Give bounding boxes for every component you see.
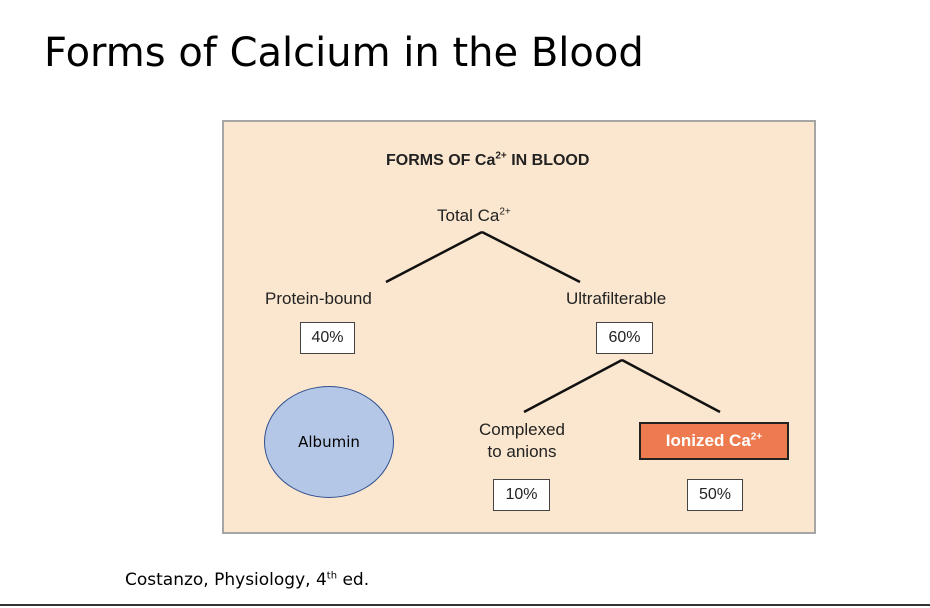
total-calcium-label: Total Ca2+ [437, 206, 511, 225]
ionized-percent: 50% [687, 479, 743, 511]
connector-lines [385, 230, 721, 414]
protein-bound-label: Protein-bound [265, 289, 372, 308]
connector-ultra-to-complexed [523, 358, 623, 414]
ultrafilterable-label: Ultrafilterable [566, 289, 667, 308]
ionized-calcium-box: Ionized Ca2+ [639, 422, 789, 460]
slide-title: Forms of Calcium in the Blood [44, 30, 644, 76]
albumin-label: Albumin [298, 433, 360, 451]
ultrafilterable-percent: 60% [596, 322, 653, 354]
complexed-percent: 10% [493, 479, 550, 511]
connector-total-to-protein [385, 230, 483, 284]
diagram-heading: FORMS OF Ca2+ IN BLOOD [386, 150, 590, 169]
bottom-rule [0, 604, 930, 606]
citation: Costanzo, Physiology, 4th ed. [125, 570, 370, 590]
albumin-circle: Albumin [264, 386, 394, 498]
connector-ultra-to-ionized [621, 358, 721, 414]
protein-bound-percent: 40% [300, 322, 355, 354]
diagram-panel: FORMS OF Ca2+ IN BLOOD Total Ca2+ Protei… [222, 120, 816, 534]
connector-total-to-ultra [481, 230, 581, 284]
